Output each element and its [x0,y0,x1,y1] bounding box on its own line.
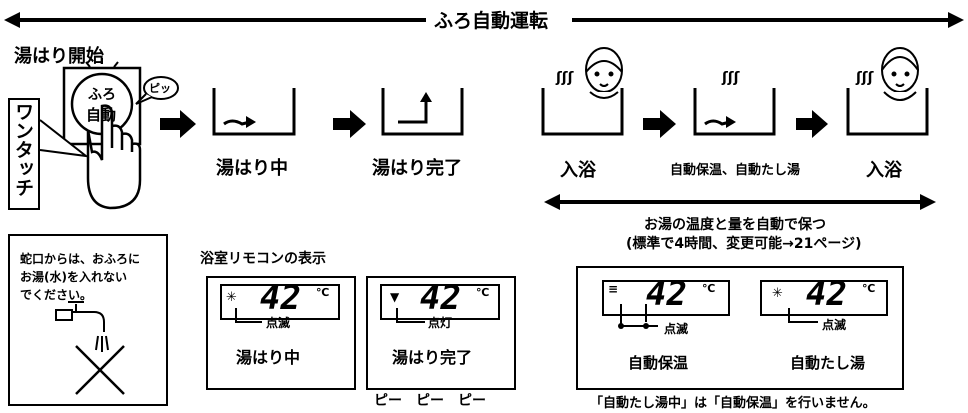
state-label: 点滅 [664,322,689,336]
done-indicator-icon: ▼ [390,290,400,304]
lcd-temp: 42 [260,278,301,318]
steam-icon: ʃʃʃ [856,70,874,86]
keep-range-line2: (標準で4時間、変更可能→21ページ) [626,236,862,252]
state-label: 点滅 [822,318,847,332]
step-done-label: 湯はり完了 [372,158,462,179]
lcd-unit: ℃ [702,282,716,295]
warning-line1: 蛇口からは、おふろに [20,252,141,266]
lcd-screen [380,284,500,320]
steam-icon: ʃʃʃ [556,70,574,86]
remote-panel-filling [206,276,356,390]
lcd-screen [602,280,730,316]
panel-caption: 自動保温 [628,354,689,372]
step-filling-label: 湯はり中 [216,158,288,179]
steam-icon: ʃʃʃ [722,70,740,86]
panel-caption: 湯はり完了 [392,348,473,367]
remote-heading: 浴室リモコンの表示 [200,251,326,267]
lcd-temp: 42 [420,278,461,318]
lcd-temp: 42 [806,274,847,314]
button-label-line2: 自動 [86,106,117,124]
lcd-screen [220,284,340,320]
page-title: ふろ自動運転 [434,10,549,32]
panel-caption: 湯はり中 [236,348,301,367]
button-label-line1: ふろ [88,87,116,103]
warning-box: 蛇口からは、おふろに お湯(水)を入れない でください。 [8,234,168,406]
warning-line2: お湯(水)を入れない [20,270,127,284]
beep-sounds: ピー ピー ピー [374,393,486,409]
lcd-screen [760,280,888,316]
filling-indicator-icon: ✳ [226,290,237,305]
step-keep-label: 自動保温、自動たし湯 [670,163,801,178]
refill-indicator-icon: ✳ [772,286,783,301]
one-touch-badge [8,98,40,210]
lcd-unit: ℃ [316,286,330,299]
remote-panel-keep [576,266,904,390]
footnote: 「自動たし湯中」は「自動保温」を行いません。 [590,396,876,411]
keep-range-line1: お湯の温度と量を自動で保つ [644,217,826,233]
step-bath2-label: 入浴 [866,160,902,181]
one-touch-label: ワンタッチ [12,102,34,197]
step-bath1-label: 入浴 [560,160,596,181]
state-label: 点滅 [266,316,291,330]
panel-caption: 自動たし湯 [790,354,866,372]
fro-auto-button[interactable] [72,74,132,134]
lcd-unit: ℃ [476,286,490,299]
warning-line3: でください。 [20,288,93,302]
remote-panel-done [366,276,516,390]
lcd-temp: 42 [646,274,687,314]
beep-label: ピッ [149,82,171,95]
state-label: 点灯 [428,316,453,330]
lcd-unit: ℃ [862,282,876,295]
start-title: 湯はり開始 [14,46,104,67]
level-indicator-icon: ≡ [608,282,619,296]
